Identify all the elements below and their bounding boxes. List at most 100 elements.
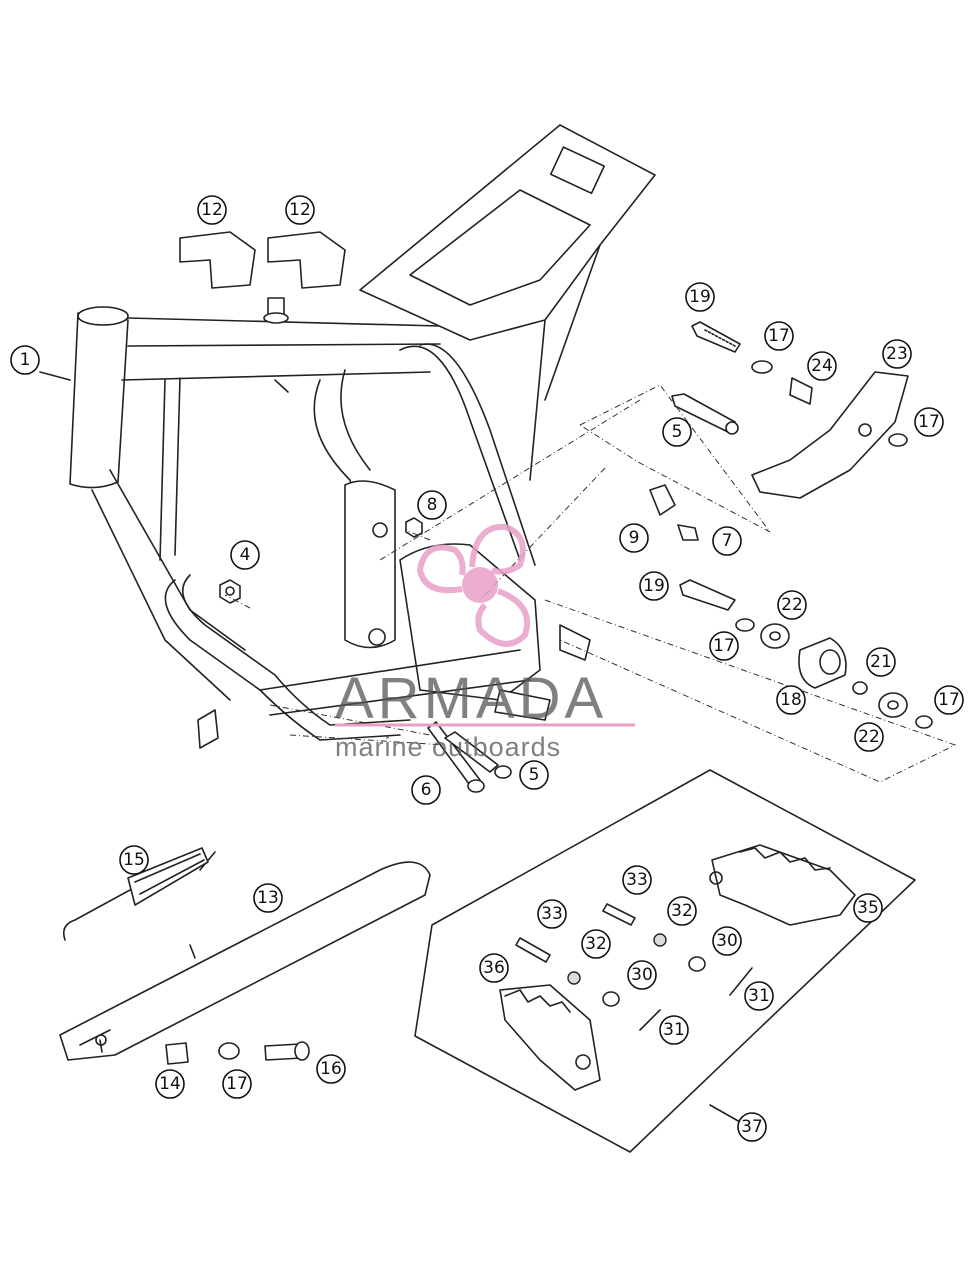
callouts: 1 12 12 4 8 19 17 24 23 5 17 9 7 19 22 1… bbox=[10, 195, 964, 1142]
callout-circle bbox=[417, 490, 447, 520]
callout-number: 14 bbox=[159, 1074, 181, 1094]
callout-circle bbox=[882, 339, 912, 369]
callout-circle bbox=[866, 647, 896, 677]
callout-circle bbox=[155, 1069, 185, 1099]
callout-number: 32 bbox=[585, 934, 607, 954]
brake-pedal-drawing bbox=[671, 321, 909, 499]
callout-30-right: 30 bbox=[712, 926, 742, 956]
callout-circle bbox=[619, 523, 649, 553]
callout-circle bbox=[776, 685, 806, 715]
callout-circle bbox=[285, 195, 315, 225]
callout-number: 22 bbox=[781, 595, 803, 615]
callout-number: 33 bbox=[626, 870, 648, 890]
callout-number: 31 bbox=[663, 1020, 685, 1040]
callout-circle bbox=[777, 590, 807, 620]
callout-14: 14 bbox=[155, 1069, 185, 1099]
callout-31-right: 31 bbox=[744, 981, 774, 1011]
callout-15: 15 bbox=[119, 845, 149, 875]
callout-32-right: 32 bbox=[667, 896, 697, 926]
callout-number: 17 bbox=[918, 412, 940, 432]
callout-circle bbox=[744, 981, 774, 1011]
callout-8: 8 bbox=[417, 490, 447, 520]
callout-36: 36 bbox=[479, 953, 509, 983]
callout-19-top: 19 bbox=[685, 282, 715, 312]
callout-number: 17 bbox=[226, 1074, 248, 1094]
callout-circle bbox=[119, 845, 149, 875]
callout-1: 1 bbox=[10, 345, 71, 381]
callout-22-a: 22 bbox=[777, 590, 807, 620]
callout-number: 23 bbox=[886, 344, 908, 364]
callout-33-left: 33 bbox=[537, 899, 567, 929]
callout-circle bbox=[10, 345, 40, 375]
callout-circle bbox=[685, 282, 715, 312]
callout-4: 4 bbox=[230, 540, 260, 570]
callout-number: 12 bbox=[201, 200, 223, 220]
callout-number: 6 bbox=[421, 780, 432, 800]
callout-circle bbox=[737, 1112, 767, 1142]
frame-protector-drawing bbox=[179, 231, 346, 289]
callout-circle bbox=[581, 929, 611, 959]
callout-31-left: 31 bbox=[659, 1015, 689, 1045]
callout-17-d: 17 bbox=[934, 685, 964, 715]
callout-22-b: 22 bbox=[854, 722, 884, 752]
callout-circle bbox=[659, 1015, 689, 1045]
callout-number: 32 bbox=[671, 901, 693, 921]
callout-12-left: 12 bbox=[197, 195, 227, 225]
callout-17-a: 17 bbox=[764, 321, 794, 351]
callout-17-c: 17 bbox=[709, 631, 739, 661]
callout-17-e: 17 bbox=[222, 1069, 252, 1099]
clamp-drawing bbox=[649, 484, 699, 541]
callout-13: 13 bbox=[253, 883, 283, 913]
side-stand-drawing bbox=[59, 847, 431, 1065]
footrest-kit-drawing bbox=[414, 769, 916, 1153]
callout-number: 24 bbox=[811, 356, 833, 376]
callout-circle bbox=[639, 571, 669, 601]
callout-circle bbox=[854, 722, 884, 752]
callout-circle bbox=[853, 893, 883, 923]
callout-circle bbox=[222, 1069, 252, 1099]
callout-circle bbox=[764, 321, 794, 351]
callout-circle bbox=[411, 775, 441, 805]
callout-9: 9 bbox=[619, 523, 649, 553]
callout-circle bbox=[934, 685, 964, 715]
callout-number: 19 bbox=[643, 576, 665, 596]
callout-circle bbox=[519, 760, 549, 790]
callout-circle bbox=[230, 540, 260, 570]
callout-21: 21 bbox=[866, 647, 896, 677]
callout-circle bbox=[622, 865, 652, 895]
nut-drawing bbox=[219, 517, 423, 604]
callout-circle bbox=[253, 883, 283, 913]
callout-number: 30 bbox=[631, 965, 653, 985]
callout-12-right: 12 bbox=[285, 195, 315, 225]
lower-bolts-drawing bbox=[427, 721, 512, 793]
callout-number: 4 bbox=[240, 545, 251, 565]
callout-5-top: 5 bbox=[662, 417, 692, 447]
callout-number: 5 bbox=[529, 765, 540, 785]
callout-number: 36 bbox=[483, 958, 505, 978]
callout-number: 30 bbox=[716, 931, 738, 951]
callout-number: 37 bbox=[741, 1117, 763, 1137]
callout-number: 35 bbox=[857, 898, 879, 918]
callout-circle bbox=[709, 631, 739, 661]
callout-37: 37 bbox=[709, 1104, 767, 1142]
callout-number: 17 bbox=[938, 690, 960, 710]
callout-23: 23 bbox=[882, 339, 912, 369]
callout-circle bbox=[914, 407, 944, 437]
callout-5-bottom: 5 bbox=[519, 760, 549, 790]
linkage-drawing bbox=[679, 579, 933, 729]
callout-number: 1 bbox=[20, 350, 31, 370]
callout-number: 8 bbox=[427, 495, 438, 515]
callout-circle bbox=[712, 526, 742, 556]
callout-circle bbox=[197, 195, 227, 225]
callout-17-b: 17 bbox=[914, 407, 944, 437]
callout-circle bbox=[712, 926, 742, 956]
callout-35: 35 bbox=[853, 893, 883, 923]
callout-16: 16 bbox=[316, 1054, 346, 1084]
callout-number: 9 bbox=[629, 528, 640, 548]
callout-number: 22 bbox=[858, 727, 880, 747]
watermark-tagline: marine outboards bbox=[335, 732, 561, 762]
armada-logo-icon bbox=[416, 523, 531, 647]
callout-number: 19 bbox=[689, 287, 711, 307]
callout-number: 18 bbox=[780, 690, 802, 710]
